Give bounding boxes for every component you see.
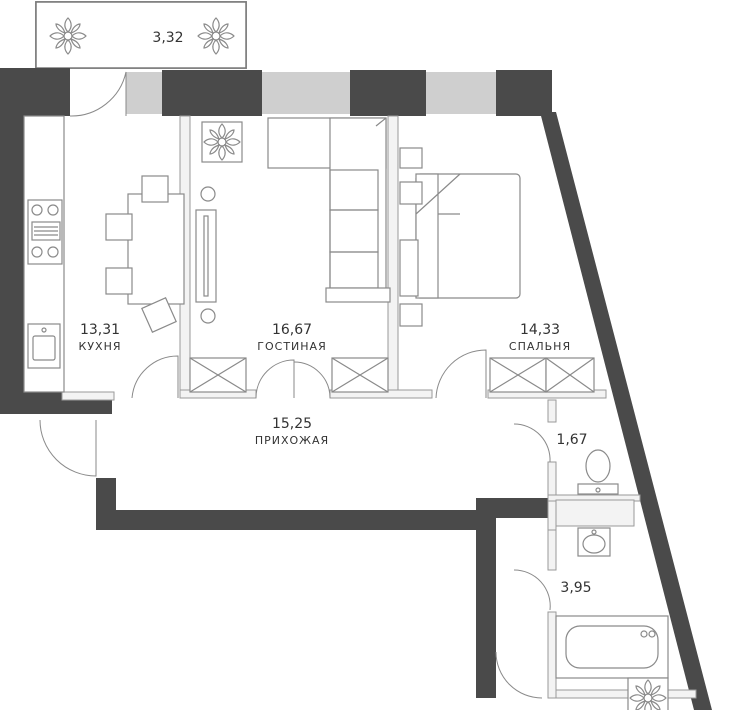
- bed-icon: [415, 173, 521, 299]
- wardrobe-icon: [331, 357, 389, 393]
- wardrobe-icon: [189, 357, 247, 393]
- bathtub-icon: [555, 615, 669, 679]
- toilet-room: [513, 423, 619, 495]
- sofa-icon: [267, 117, 391, 303]
- plant-icon: [627, 677, 669, 710]
- window: [126, 72, 162, 114]
- balcony: [35, 1, 247, 69]
- room-area-balcony: 3,32: [152, 30, 183, 46]
- kitchen: [23, 71, 185, 399]
- hallway: [39, 419, 97, 477]
- sink-icon: [27, 323, 61, 369]
- living-room: [189, 117, 391, 399]
- room-labels: 3,32 13,31 КУХНЯ 16,67 ГОСТИНАЯ 14,33 СП…: [79, 30, 592, 596]
- table-icon: [127, 193, 185, 305]
- window: [426, 72, 496, 114]
- plant-icon: [201, 121, 243, 163]
- bedroom: [399, 147, 595, 399]
- room-area-kitchen: 13,31: [80, 322, 120, 338]
- inner-walls: [61, 115, 697, 699]
- window: [262, 72, 350, 114]
- room-area-toilet: 1,67: [556, 432, 587, 448]
- room-area-hallway: 15,25: [272, 416, 312, 432]
- room-name-living: ГОСТИНАЯ: [257, 340, 326, 353]
- room-name-hallway: ПРИХОЖАЯ: [255, 434, 329, 447]
- tv-stand: [195, 186, 217, 324]
- wardrobe-icon: [545, 357, 595, 393]
- room-area-bedroom: 14,33: [520, 322, 560, 338]
- wardrobe-icon: [489, 357, 547, 393]
- chair-icon: [105, 175, 177, 333]
- sink-icon: [577, 527, 611, 557]
- outer-walls: [0, 68, 712, 710]
- nightstand: [399, 147, 423, 169]
- bathroom: [495, 527, 669, 710]
- stove-icon: [27, 199, 63, 265]
- room-area-bathroom: 3,95: [560, 580, 591, 596]
- room-name-bedroom: СПАЛЬНЯ: [509, 340, 571, 353]
- room-name-kitchen: КУХНЯ: [79, 340, 122, 353]
- toilet-icon: [577, 449, 619, 495]
- room-area-living: 16,67: [272, 322, 312, 338]
